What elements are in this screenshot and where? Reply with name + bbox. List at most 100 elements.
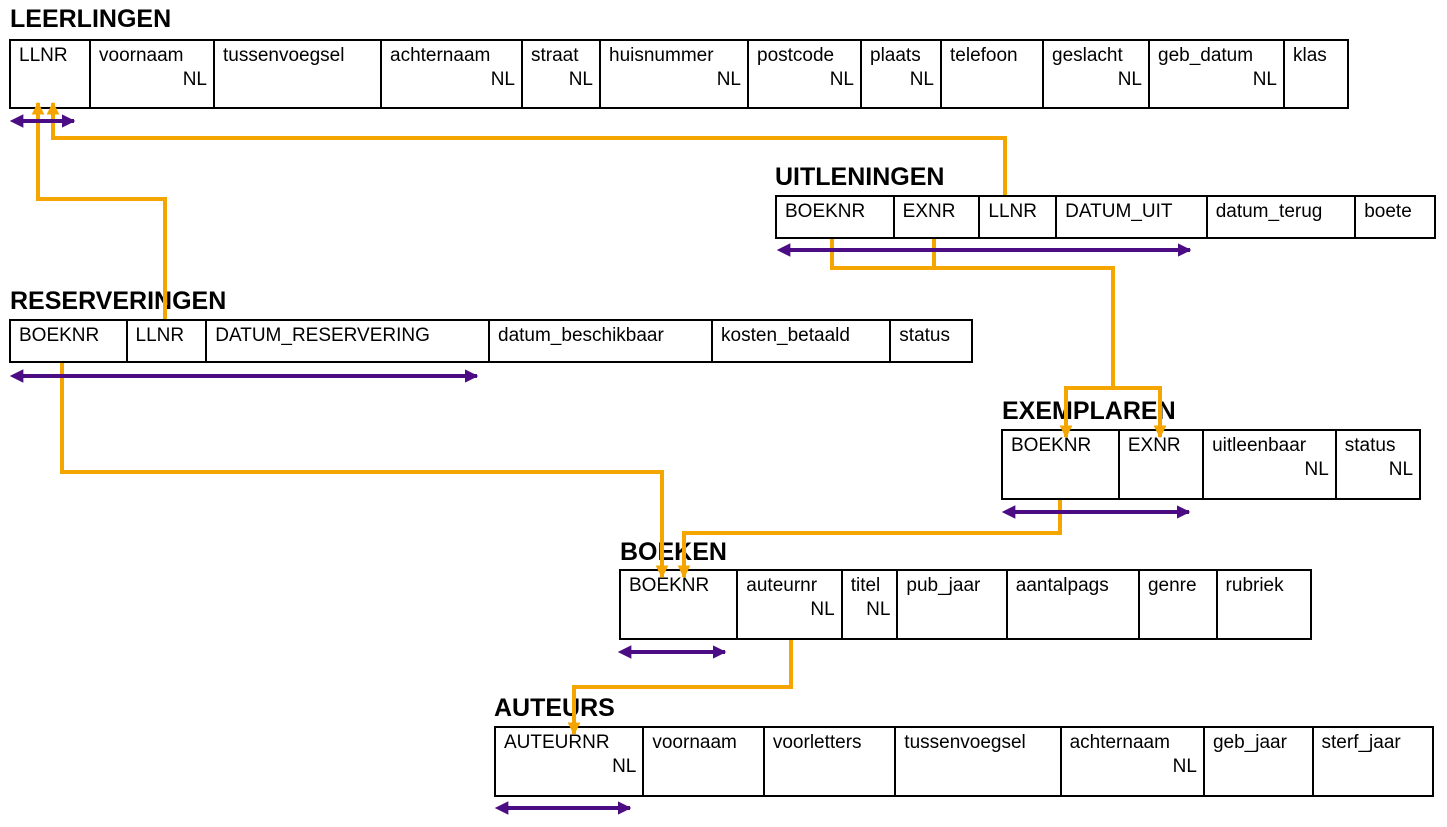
column-name: tussenvoegsel <box>223 45 345 66</box>
column-cell: rubriek <box>1218 571 1310 638</box>
column-name: datum_terug <box>1215 201 1323 222</box>
not-null-label: NL <box>568 69 593 90</box>
column-cell: LLNR <box>11 41 91 107</box>
column-name: voorletters <box>772 732 862 753</box>
table-title-uitleningen: UITLENINGEN <box>775 163 945 191</box>
column-cell: pub_jaar <box>898 571 1008 638</box>
column-cell: BOEKNR <box>777 197 895 237</box>
column-name: auteurnr <box>746 575 818 596</box>
column-name: status <box>899 325 950 346</box>
column-name: datum_beschikbaar <box>498 325 664 346</box>
not-null-label: NL <box>182 69 207 90</box>
column-name: geb_datum <box>1158 45 1254 66</box>
column-name: EXNR <box>1127 435 1181 456</box>
column-cell: BOEKNR <box>11 321 128 361</box>
table-title-boeken: BOEKEN <box>620 538 727 566</box>
not-null-label: NL <box>1388 459 1414 480</box>
column-name: sterf_jaar <box>1321 732 1401 753</box>
not-null-label: NL <box>716 69 741 90</box>
column-name: rubriek <box>1225 575 1284 596</box>
column-name: pub_jaar <box>906 575 981 596</box>
column-cell: aantalpags <box>1008 571 1140 638</box>
not-null-label: NL <box>1252 69 1277 90</box>
column-name: plaats <box>870 45 921 66</box>
column-name: geb_jaar <box>1212 732 1287 753</box>
column-name: BOEKNR <box>1011 435 1092 456</box>
table-title-exemplaren: EXEMPLAREN <box>1002 397 1176 425</box>
column-cell: klas <box>1285 41 1347 107</box>
column-name: achternaam <box>1069 732 1170 753</box>
relationship-reserveringen-boeknr-to-boeken <box>60 363 669 579</box>
column-name: huisnummer <box>609 45 714 66</box>
column-name: aantalpags <box>1015 575 1109 596</box>
column-cell: EXNR <box>1120 431 1205 498</box>
column-name: geslacht <box>1052 45 1123 66</box>
column-name: titel <box>850 575 881 596</box>
column-cell: kosten_betaald <box>713 321 892 361</box>
table-title-reserveringen: RESERVERINGEN <box>10 287 227 315</box>
column-name: EXNR <box>902 201 956 222</box>
column-name: boete <box>1364 201 1412 222</box>
column-cell: LLNR <box>128 321 208 361</box>
column-cell: tussenvoegsel <box>215 41 382 107</box>
table-uitleningen: BOEKNR EXNR LLNR DATUM_UIT datum_terug b… <box>775 195 1436 239</box>
table-title-leerlingen: LEERLINGEN <box>10 5 172 33</box>
column-cell: genre <box>1140 571 1218 638</box>
column-cell: sterf_jaar <box>1314 728 1433 795</box>
column-name: voornaam <box>99 45 184 66</box>
column-name: genre <box>1147 575 1197 596</box>
not-null-label: NL <box>1304 459 1329 480</box>
column-cell: boete <box>1356 197 1434 237</box>
column-cell: EXNR <box>895 197 981 237</box>
column-cell: status <box>891 321 971 361</box>
column-name: tussenvoegsel <box>904 732 1026 753</box>
table-reserveringen: BOEKNR LLNR DATUM_RESERVERING datum_besc… <box>9 319 973 363</box>
column-name: status <box>1344 435 1396 456</box>
column-cell: DATUM_RESERVERING <box>207 321 490 361</box>
column-name: BOEKNR <box>785 201 866 222</box>
column-name: telefoon <box>950 45 1018 66</box>
column-cell: DATUM_UIT <box>1057 197 1208 237</box>
column-cell: LLNR <box>980 197 1058 237</box>
column-name: LLNR <box>19 45 68 66</box>
column-cell: BOEKNR <box>621 571 739 638</box>
not-null-label: NL <box>1172 756 1197 777</box>
column-name: BOEKNR <box>19 325 100 346</box>
column-name: LLNR <box>988 201 1037 222</box>
column-name: achternaam <box>390 45 491 66</box>
column-name: LLNR <box>135 325 185 346</box>
not-null-label: NL <box>490 69 515 90</box>
not-null-label: NL <box>810 599 835 620</box>
column-name: DATUM_RESERVERING <box>215 325 430 346</box>
relationship-exemplaren-boeknr-to-boeken <box>677 500 1062 579</box>
not-null-label: NL <box>612 756 637 777</box>
column-cell: telefoon <box>942 41 1044 107</box>
column-cell: voorletters <box>765 728 897 795</box>
not-null-label: NL <box>909 69 934 90</box>
column-cell: voornaam <box>644 728 765 795</box>
column-name: BOEKNR <box>629 575 710 596</box>
column-name: kosten_betaald <box>721 325 850 346</box>
table-title-auteurs: AUTEURS <box>494 694 615 722</box>
not-null-label: NL <box>829 69 854 90</box>
column-cell: BOEKNR <box>1003 431 1120 498</box>
column-cell: datum_terug <box>1208 197 1357 237</box>
not-null-label: NL <box>866 599 891 620</box>
column-name: straat <box>531 45 579 66</box>
column-name: postcode <box>757 45 835 66</box>
